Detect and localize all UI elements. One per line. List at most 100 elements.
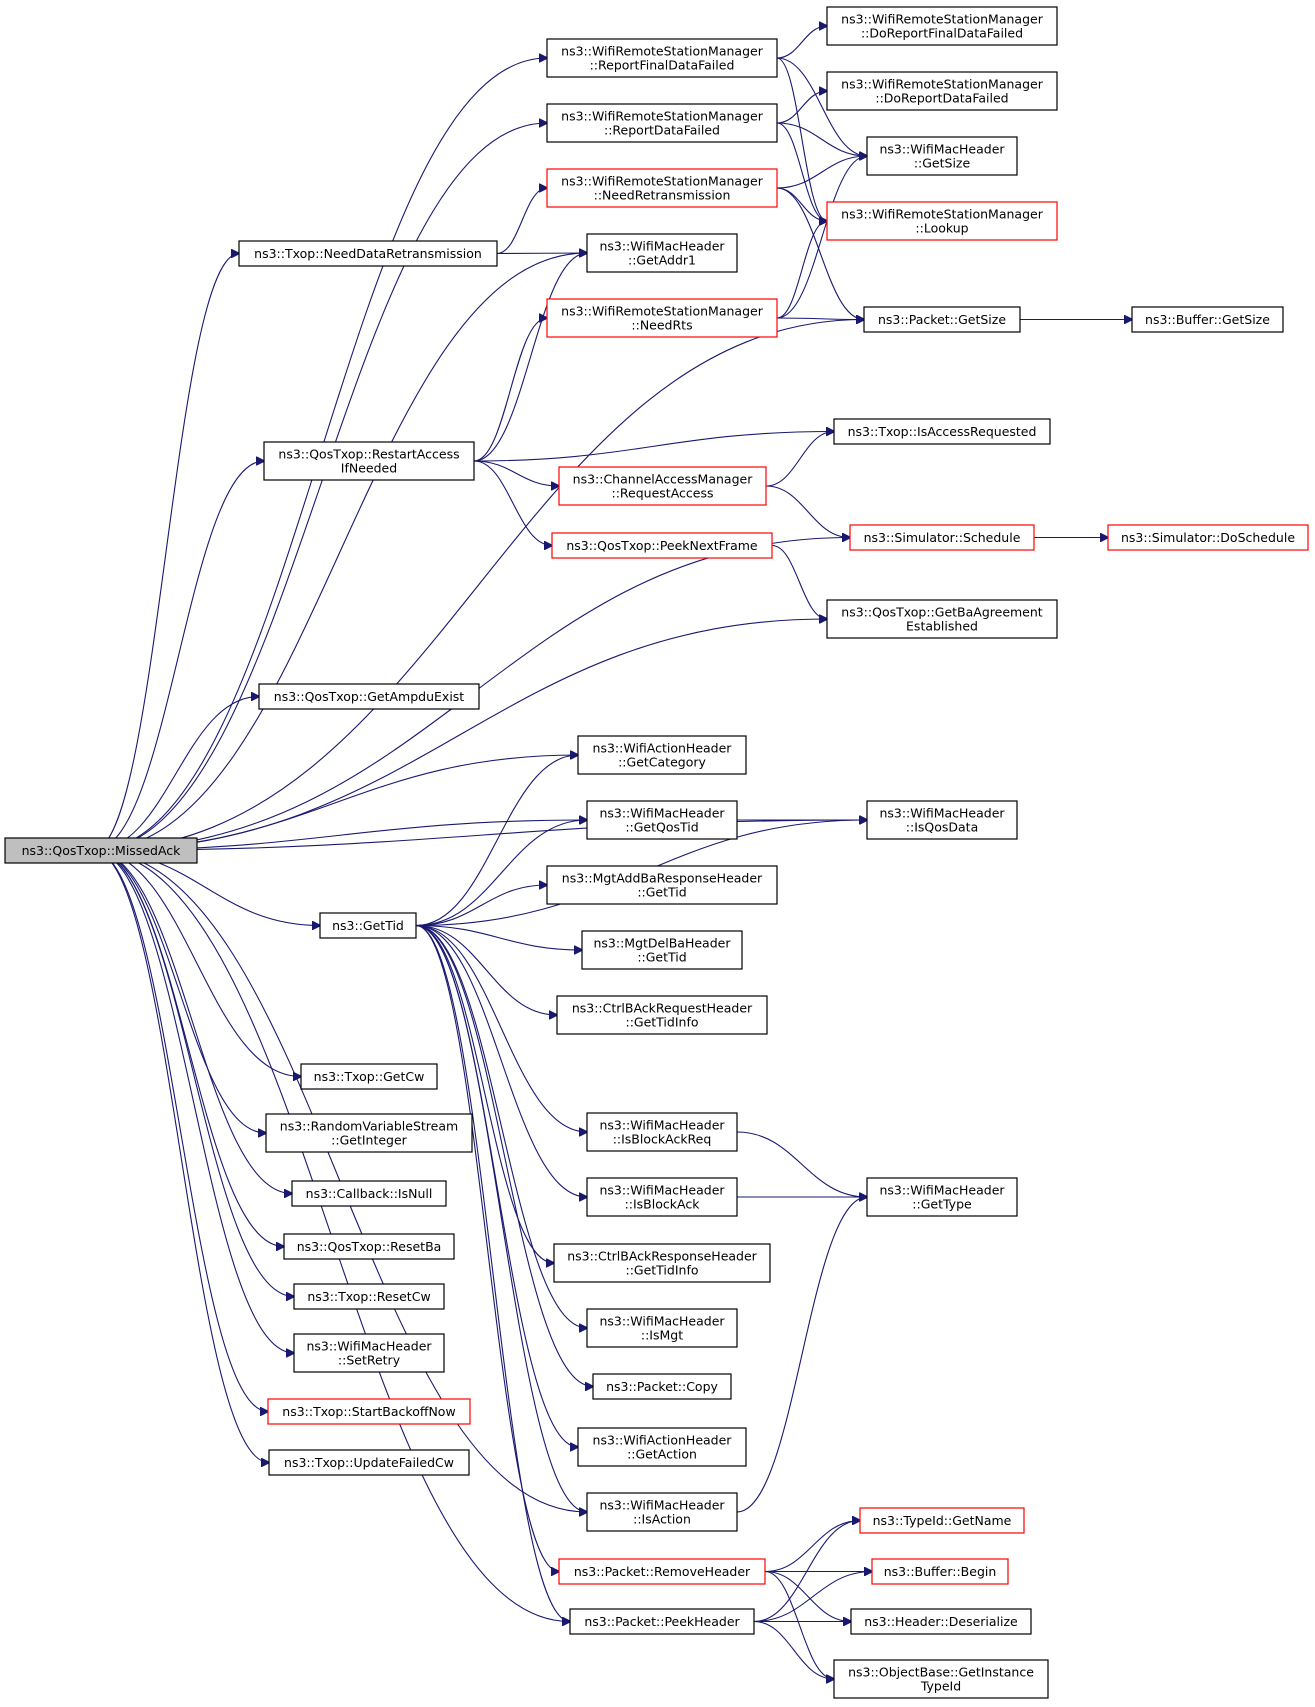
node-rsm-needrts[interactable]: ns3::WifiRemoteStationManager::NeedRts <box>546 298 778 338</box>
node-label: ns3::WifiRemoteStationManager <box>561 44 764 59</box>
node-buffer-begin[interactable]: ns3::Buffer::Begin <box>871 1558 1009 1585</box>
edge-missedack-to-callback-isnull <box>92 849 292 1194</box>
node-label: ::ReportFinalDataFailed <box>590 58 735 73</box>
node-label: ns3::Txop::NeedDataRetransmission <box>254 246 482 261</box>
node-rsm-lookup[interactable]: ns3::WifiRemoteStationManager::Lookup <box>826 201 1058 241</box>
node-box <box>577 1427 747 1467</box>
node-label: ns3::Callback::IsNull <box>306 1186 433 1201</box>
node-callback-isnull[interactable]: ns3::Callback::IsNull <box>291 1180 447 1207</box>
node-typeid-getname[interactable]: ns3::TypeId::GetName <box>859 1507 1025 1534</box>
node-rsm-reportfinaldatafailed[interactable]: ns3::WifiRemoteStationManager::ReportFin… <box>546 38 778 78</box>
node-mgtdelba-gettid[interactable]: ns3::MgtDelBaHeader::GetTid <box>581 930 743 970</box>
node-box <box>546 298 778 338</box>
node-box <box>1131 306 1284 333</box>
node-missedack[interactable]: ns3::QosTxop::MissedAck <box>4 837 198 864</box>
node-ctrlbackreq-gettidinfo[interactable]: ns3::CtrlBAckRequestHeader::GetTidInfo <box>556 995 768 1035</box>
node-label: ns3::Txop::UpdateFailedCw <box>284 1455 454 1470</box>
node-txop-resetcw[interactable]: ns3::Txop::ResetCw <box>293 1283 445 1310</box>
node-wmh-isqosdata[interactable]: ns3::WifiMacHeader::IsQosData <box>866 800 1018 840</box>
node-label: ns3::WifiMacHeader <box>599 1118 725 1133</box>
node-sim-schedule[interactable]: ns3::Simulator::Schedule <box>849 524 1035 551</box>
node-rsm-reportdatafailed[interactable]: ns3::WifiRemoteStationManager::ReportDat… <box>546 103 778 143</box>
node-box <box>581 930 743 970</box>
node-label: ns3::QosTxop::GetAmpduExist <box>274 689 465 704</box>
node-label: ::GetType <box>912 1197 972 1212</box>
node-label: ns3::CtrlBAckResponseHeader <box>567 1249 757 1264</box>
edge-qos-restartaccessifneeded-to-cam-requestaccess <box>473 460 559 486</box>
node-wmh-getsize[interactable]: ns3::WifiMacHeader::GetSize <box>866 136 1018 176</box>
node-label: ns3::MgtAddBaResponseHeader <box>562 871 763 886</box>
node-wah-getcategory[interactable]: ns3::WifiActionHeader::GetCategory <box>577 735 747 775</box>
node-label: ns3::WifiRemoteStationManager <box>841 12 1044 27</box>
edge-gettid-to-wmh-getqostid <box>415 820 587 927</box>
node-label: ns3::Txop::IsAccessRequested <box>848 424 1037 439</box>
node-box <box>546 38 778 78</box>
node-header-deserialize[interactable]: ns3::Header::Deserialize <box>850 1608 1032 1635</box>
node-packet-peekheader[interactable]: ns3::Packet::PeekHeader <box>569 1608 755 1635</box>
node-label: ns3::RandomVariableStream <box>280 1119 458 1134</box>
node-label: ns3::Txop::StartBackoffNow <box>282 1404 455 1419</box>
node-wmh-isaction[interactable]: ns3::WifiMacHeader::IsAction <box>586 1492 738 1532</box>
edge-packet-removeheader-to-header-deserialize <box>764 1570 851 1622</box>
node-qos-peeknextframe[interactable]: ns3::QosTxop::PeekNextFrame <box>551 532 773 559</box>
node-sim-doschedule[interactable]: ns3::Simulator::DoSchedule <box>1107 524 1309 551</box>
node-label: ::DoReportDataFailed <box>875 91 1008 106</box>
node-box <box>863 306 1021 333</box>
node-label: ::GetTidInfo <box>625 1015 698 1030</box>
node-box <box>586 1492 738 1532</box>
node-label: ::GetQosTid <box>625 820 698 835</box>
node-ctrlbackresp-gettidinfo[interactable]: ns3::CtrlBAckResponseHeader::GetTidInfo <box>553 1243 771 1283</box>
node-label: ns3::Packet::PeekHeader <box>584 1614 740 1629</box>
node-label: ns3::WifiMacHeader <box>599 1183 725 1198</box>
node-mgtaddbaresp-gettid[interactable]: ns3::MgtAddBaResponseHeader::GetTid <box>546 865 778 905</box>
edge-gettid-to-wmh-isaction <box>415 924 587 1513</box>
node-wmh-getqostid[interactable]: ns3::WifiMacHeader::GetQosTid <box>586 800 738 840</box>
node-box <box>826 6 1058 46</box>
node-txop-updatefailedcw[interactable]: ns3::Txop::UpdateFailedCw <box>268 1449 470 1476</box>
node-label: ns3::GetTid <box>332 918 404 933</box>
node-buffer-getsize[interactable]: ns3::Buffer::GetSize <box>1131 306 1284 333</box>
node-rsm-doreportfinaldatafailed[interactable]: ns3::WifiRemoteStationManager::DoReportF… <box>826 6 1058 46</box>
node-cam-requestaccess[interactable]: ns3::ChannelAccessManager::RequestAccess <box>558 466 767 506</box>
node-wmh-getaddr1[interactable]: ns3::WifiMacHeader::GetAddr1 <box>586 233 738 273</box>
node-wmh-isblockack[interactable]: ns3::WifiMacHeader::IsBlockAck <box>586 1177 738 1217</box>
node-rvs-getinteger[interactable]: ns3::RandomVariableStream::GetInteger <box>265 1113 473 1153</box>
node-txop-startbackoffnow[interactable]: ns3::Txop::StartBackoffNow <box>267 1398 471 1425</box>
node-label: ::GetAction <box>627 1447 697 1462</box>
node-rsm-doreportdatafailed[interactable]: ns3::WifiRemoteStationManager::DoReportD… <box>826 71 1058 111</box>
node-qos-resetba[interactable]: ns3::QosTxop::ResetBa <box>283 1233 455 1260</box>
edge-rsm-needrts-to-packet-getsize <box>776 318 864 320</box>
node-label: ns3::Txop::ResetCw <box>307 1289 430 1304</box>
node-wah-getaction[interactable]: ns3::WifiActionHeader::GetAction <box>577 1427 747 1467</box>
node-packet-copy[interactable]: ns3::Packet::Copy <box>592 1373 732 1400</box>
node-label: ns3::MgtDelBaHeader <box>594 936 732 951</box>
node-wmh-gettype[interactable]: ns3::WifiMacHeader::GetType <box>866 1177 1018 1217</box>
edge-gettid-to-wmh-isblockackreq <box>415 924 587 1133</box>
edge-wmh-isaction-to-wmh-gettype <box>736 1197 867 1513</box>
node-label: ::NeedRts <box>631 318 692 333</box>
node-wmh-isblockackreq[interactable]: ns3::WifiMacHeader::IsBlockAckReq <box>586 1112 738 1152</box>
node-txop-needdataretransmission[interactable]: ns3::Txop::NeedDataRetransmission <box>238 240 498 267</box>
edge-cam-requestaccess-to-txop-isaccessrequested <box>765 432 834 487</box>
edge-missedack-to-packet-getsize <box>92 320 864 852</box>
edge-missedack-to-qos-getampduexist <box>92 697 259 852</box>
node-wmh-ismgt[interactable]: ns3::WifiMacHeader::IsMgt <box>586 1308 738 1348</box>
node-txop-isaccessrequested[interactable]: ns3::Txop::IsAccessRequested <box>833 418 1051 445</box>
node-box <box>263 441 475 481</box>
edge-rsm-reportdatafailed-to-rsm-doreportdatafailed <box>776 91 827 124</box>
node-label: ::SetRetry <box>338 1353 401 1368</box>
node-qos-getampduexist[interactable]: ns3::QosTxop::GetAmpduExist <box>258 683 480 710</box>
node-packet-removeheader[interactable]: ns3::Packet::RemoveHeader <box>558 1558 766 1585</box>
node-txop-getcw[interactable]: ns3::Txop::GetCw <box>300 1063 438 1090</box>
node-packet-getsize[interactable]: ns3::Packet::GetSize <box>863 306 1021 333</box>
edge-missedack-to-txop-startbackoffnow <box>92 849 268 1412</box>
node-rsm-needretransmission[interactable]: ns3::WifiRemoteStationManager::NeedRetra… <box>546 168 778 208</box>
node-box <box>866 136 1018 176</box>
node-box <box>268 1449 470 1476</box>
node-gettid[interactable]: ns3::GetTid <box>319 912 417 939</box>
edge-rsm-reportfinaldatafailed-to-rsm-lookup <box>776 57 827 221</box>
node-wmh-setretry[interactable]: ns3::WifiMacHeader::SetRetry <box>293 1333 445 1373</box>
